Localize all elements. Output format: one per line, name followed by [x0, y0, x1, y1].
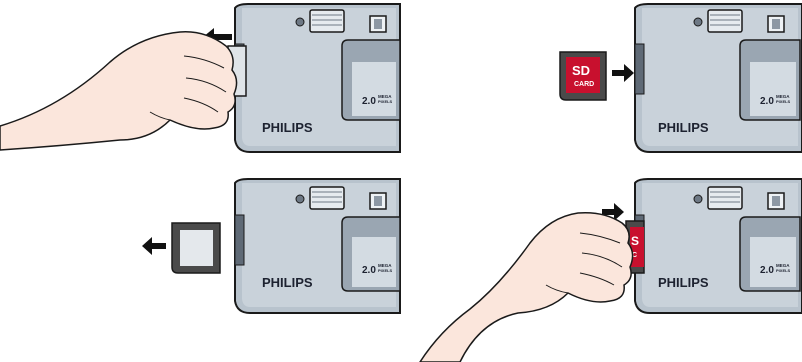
svg-text:PIXELS: PIXELS: [378, 99, 393, 104]
step-remove-dummy-card: PHILIPS 2.0 MEGA PIXELS: [0, 181, 400, 362]
step-insert-sd-card-hand: PHILIPS 2.0 MEGA PIXELS S C: [400, 181, 802, 362]
camera-brand: PHILIPS: [262, 120, 313, 135]
hand-illustration: [420, 213, 633, 362]
illustration-remove-dummy: PHILIPS 2.0 MEGA PIXELS: [0, 181, 400, 362]
svg-text:PIXELS: PIXELS: [776, 99, 791, 104]
resolution-label: 2.0: [362, 96, 376, 107]
svg-text:2.0: 2.0: [760, 265, 774, 276]
svg-text:PIXELS: PIXELS: [776, 268, 791, 273]
svg-text:2.0: 2.0: [760, 96, 774, 107]
svg-text:S: S: [631, 234, 639, 248]
sd-card-label: SD: [572, 63, 590, 78]
step-remove-card: PHILIPS 2.0 MEGA PIXELS: [0, 0, 400, 181]
svg-text:PHILIPS: PHILIPS: [658, 275, 709, 290]
camera-body: PHILIPS 2.0 MEGA PIXELS: [635, 4, 802, 152]
arrow-right-icon: [612, 64, 634, 82]
camera-body: PHILIPS 2.0 MEGA PIXELS: [635, 179, 802, 313]
illustration-insert-card: PHILIPS 2.0 MEGA PIXELS SD CARD: [400, 0, 802, 181]
svg-text:PHILIPS: PHILIPS: [658, 120, 709, 135]
sd-card: SD CARD: [560, 52, 606, 100]
illustration-insert-hand: PHILIPS 2.0 MEGA PIXELS S C: [400, 181, 802, 362]
svg-text:PIXELS: PIXELS: [378, 268, 393, 273]
camera-body: PHILIPS 2.0 MEGA PIXELS: [235, 179, 400, 313]
illustration-remove-card: PHILIPS 2.0 MEGA PIXELS: [0, 0, 400, 181]
svg-text:CARD: CARD: [574, 81, 594, 88]
camera-body: PHILIPS 2.0 MEGA PIXELS: [235, 4, 400, 152]
dummy-card: [172, 223, 220, 273]
svg-text:2.0: 2.0: [362, 265, 376, 276]
svg-text:PHILIPS: PHILIPS: [262, 275, 313, 290]
step-insert-sd-card: PHILIPS 2.0 MEGA PIXELS SD CARD: [400, 0, 802, 181]
hand-illustration: [0, 32, 237, 150]
arrow-left-icon: [142, 237, 166, 255]
